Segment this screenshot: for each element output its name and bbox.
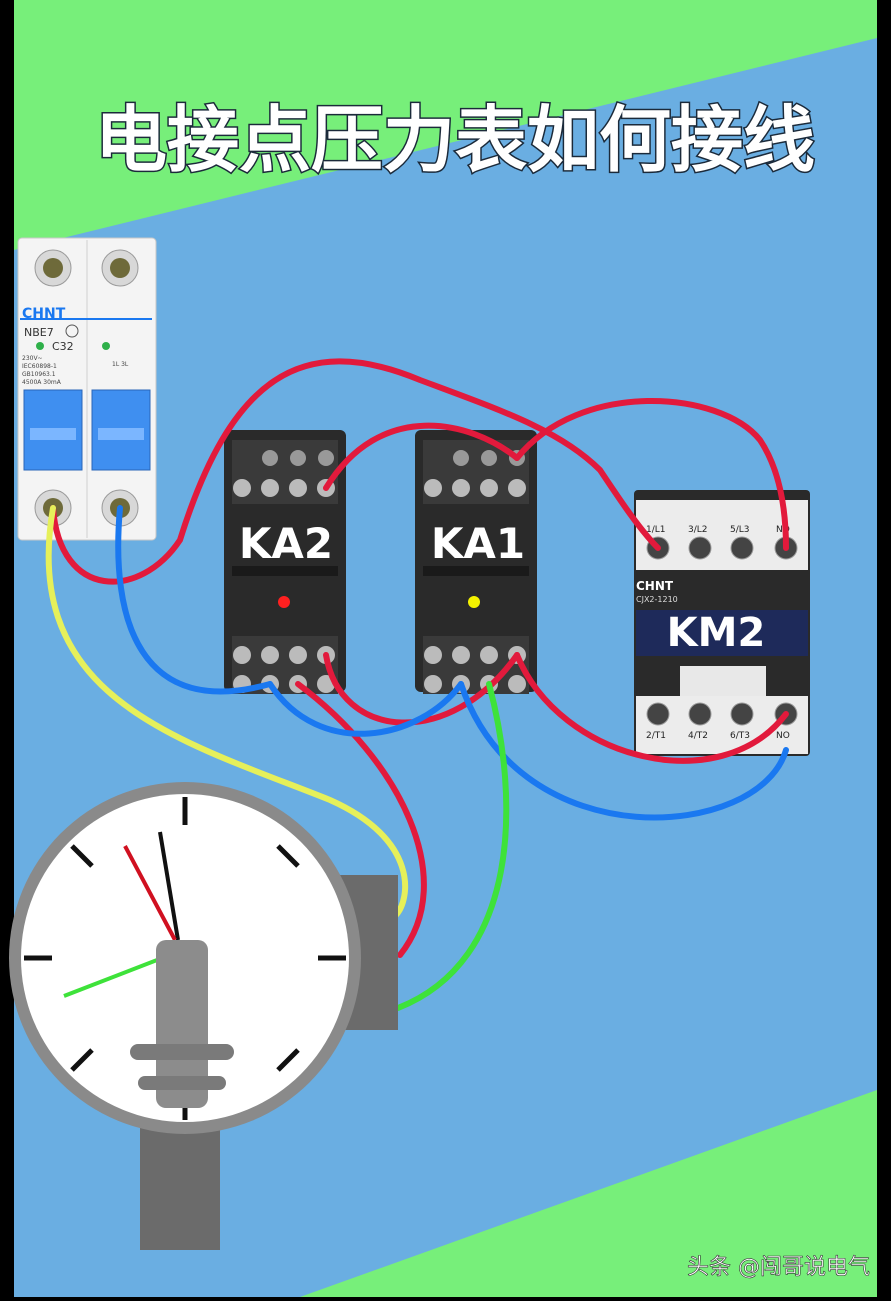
breaker-spec-line-1: 230V~: [22, 355, 43, 362]
wire-blue-main: [115, 505, 273, 695]
contactor-terminal-top-1: 1/L1: [646, 525, 666, 535]
contactor-terminal-bottom-3: 6/T3: [730, 731, 750, 741]
contactor-terminal-bottom-2: 4/T2: [688, 731, 708, 741]
wire-blue-ka2-ka1: [267, 681, 464, 737]
wire-green-gauge: [395, 681, 510, 1011]
breaker-spec-line-4: 4500A 30mA: [22, 379, 62, 386]
contactor-brand: CHNT: [636, 579, 674, 593]
wire-red-ka1-km2-bottom: [514, 652, 789, 764]
wire-blue-km2: [458, 681, 789, 821]
contactor-terminal-top-3: 5/L3: [730, 525, 750, 535]
contactor-icon: [634, 490, 810, 756]
contactor-terminal-bottom-1: 2/T1: [646, 731, 666, 741]
pressure-gauge-icon: [9, 782, 398, 1250]
contactor-terminal-top-2: 3/L2: [688, 525, 708, 535]
contactor-terminal-bottom-4: NO: [776, 731, 790, 741]
relay-ka2-label: KA2: [239, 519, 333, 568]
wire-yellow-gauge: [45, 505, 409, 918]
breaker-rating: C32: [52, 340, 74, 353]
watermark: 头条 @闯哥说电气: [687, 1255, 870, 1280]
contactor-model: CJX2-1210: [636, 595, 678, 604]
breaker-model: NBE7: [24, 326, 54, 339]
contactor-label: KM2: [667, 610, 766, 656]
wire-red-gauge: [295, 681, 427, 958]
relay-ka1-label: KA1: [431, 519, 525, 568]
page-title: 电接点压力表如何接线: [95, 98, 815, 182]
circuit-breaker-icon: CHNT NBE7 C32 230V~ IEC60898-1 GB10963.1…: [17, 237, 157, 541]
breaker-right-marks: 1L 3L: [112, 361, 129, 368]
breaker-spec-line-2: IEC60898-1: [22, 363, 57, 370]
wire-red-ka1-km2: [514, 398, 789, 551]
breaker-spec-line-3: GB10963.1: [22, 371, 56, 378]
wire-red-main: [50, 358, 661, 585]
relay-ka2-icon: [224, 430, 346, 694]
wire-red-ka2-ka1: [323, 422, 520, 491]
